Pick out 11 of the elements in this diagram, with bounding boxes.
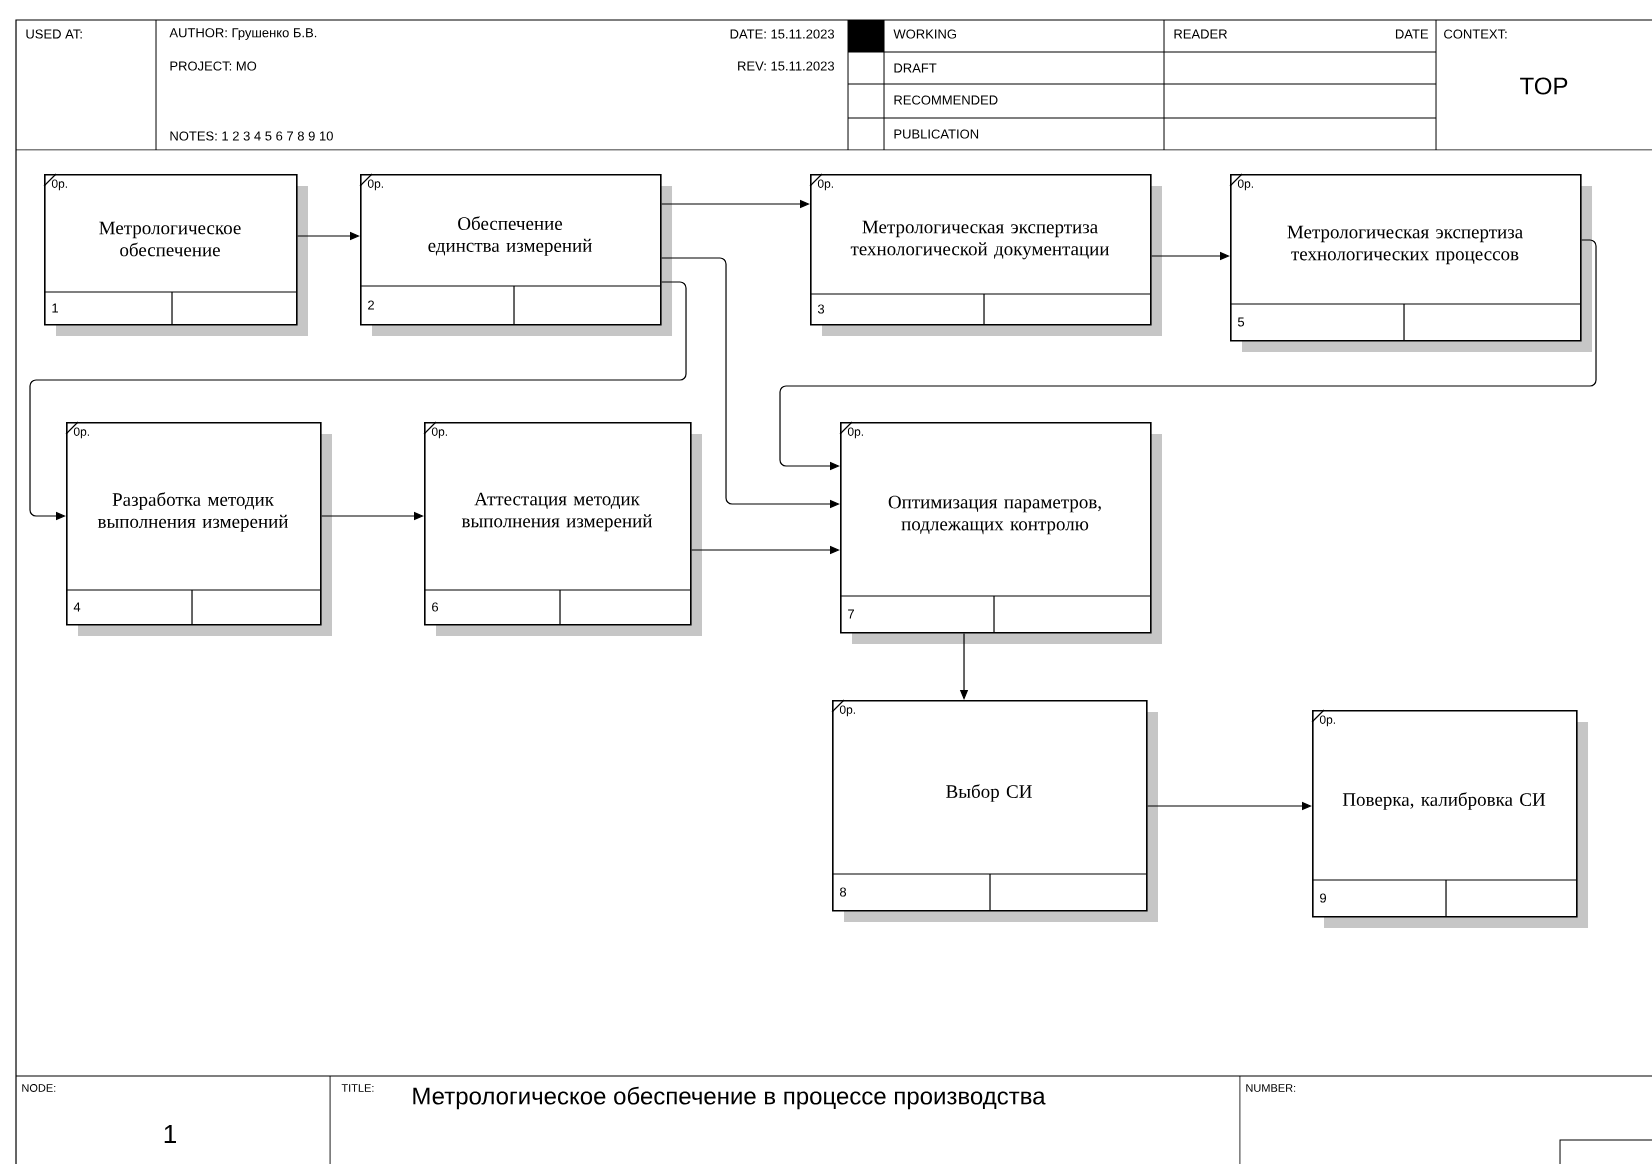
header-label: TOP	[1520, 77, 1568, 95]
node-label: Обеспечение единства измерений	[428, 216, 592, 256]
node-label: Аттестация методик выполнения измерений	[461, 492, 653, 532]
node-label: Метрологическая экспертиза технологических процессов	[1287, 225, 1523, 265]
diagram-title: Метрологическое обеспечение в процессе производства	[413, 1086, 1046, 1110]
node-label: Оптимизация параметров, подлежащих контролю	[888, 495, 1101, 535]
node-label: Метрологическое обеспечение	[99, 221, 241, 257]
node-label: Поверка, калибровка СИ	[1342, 792, 1546, 810]
header-label: 1	[164, 1125, 176, 1143]
node-label: Выбор СИ	[946, 784, 1032, 802]
node-label: Разработка методик выполнения измерений	[97, 492, 289, 532]
